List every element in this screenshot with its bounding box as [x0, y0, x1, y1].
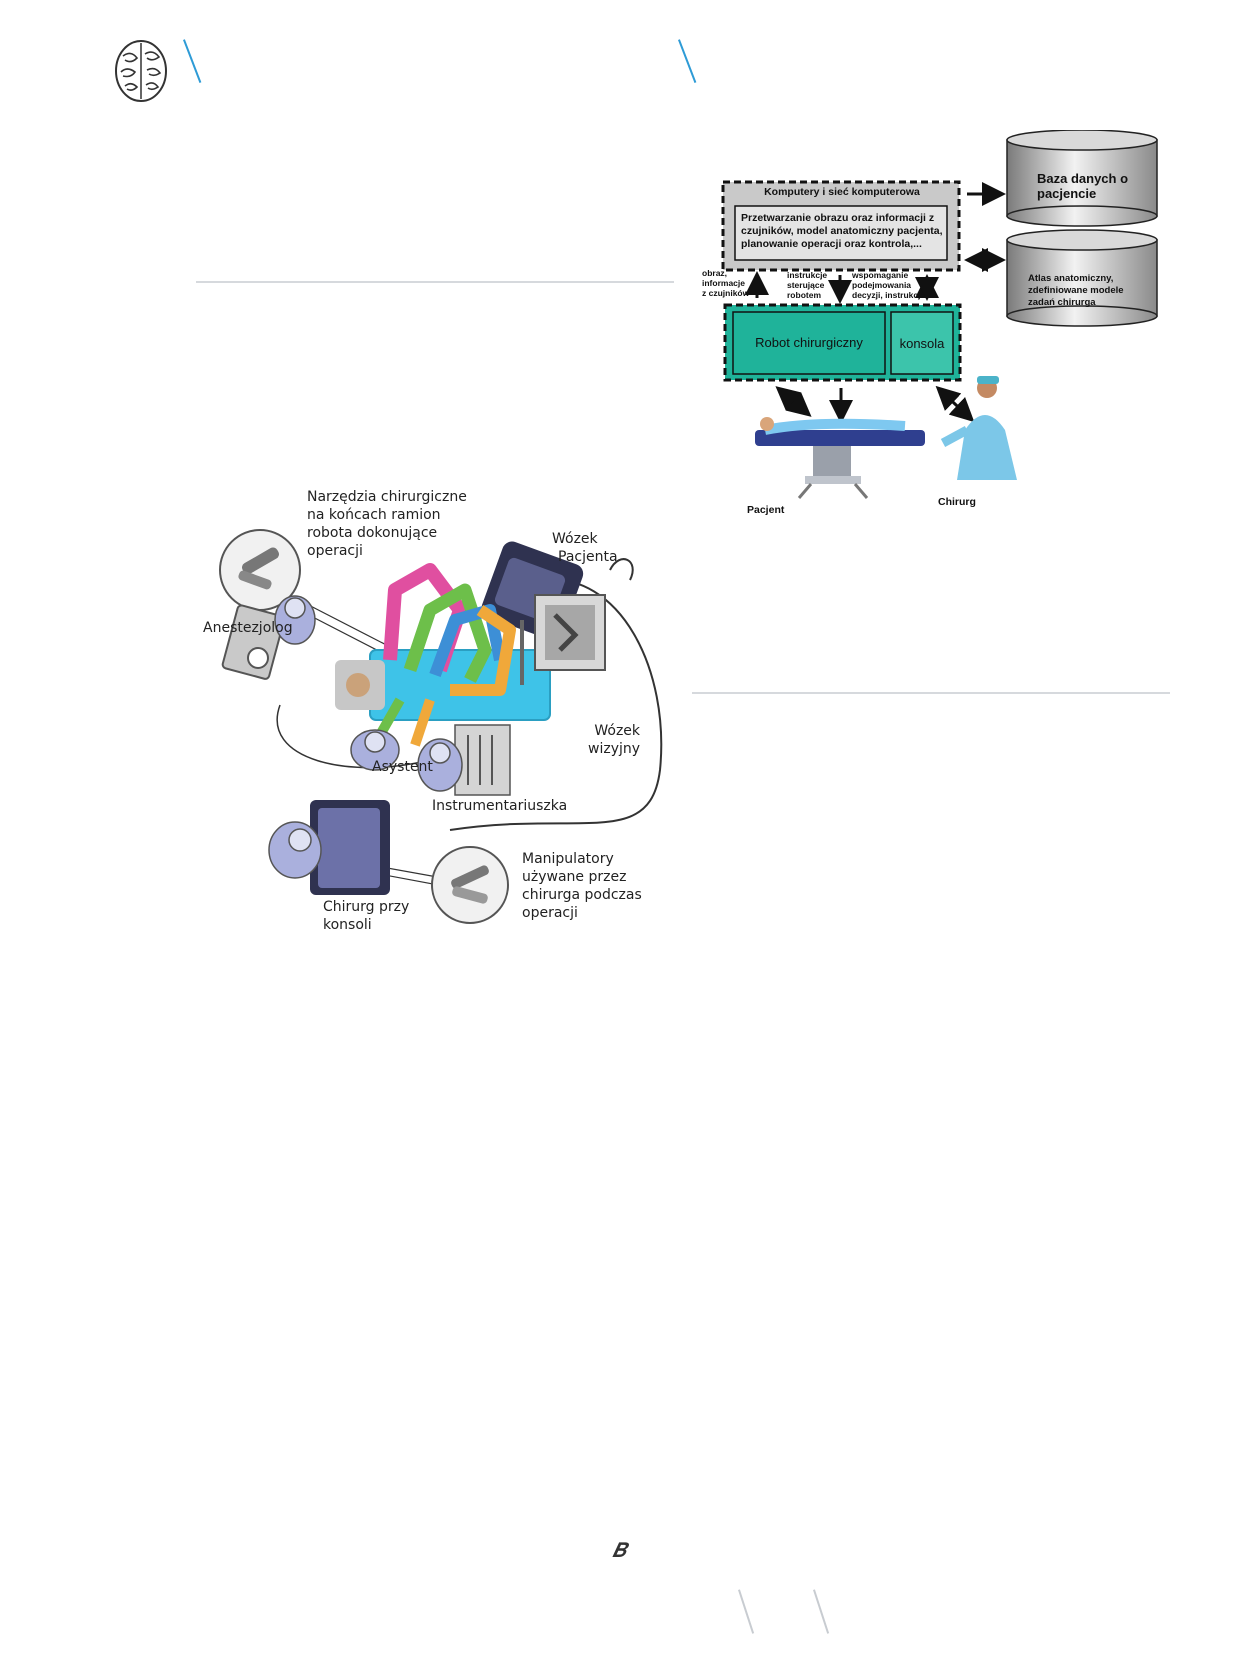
- header-slash-right: [678, 39, 697, 83]
- surgeon-label: Chirurg: [938, 496, 976, 508]
- manipulators-magnifier-icon: [431, 846, 509, 924]
- db-atlas-label: Atlas anatomiczny, zdefiniowane modele z…: [1028, 273, 1124, 308]
- robot-label: Robot chirurgiczny: [755, 335, 863, 350]
- footer-slash-left: [738, 1589, 755, 1634]
- label-anesthesiologist: Anestezjolog: [203, 620, 293, 636]
- header-slash-left: [183, 39, 202, 83]
- label-surgeon-console: Chirurg przy konsoli: [323, 899, 410, 933]
- footer-slash-right: [813, 1589, 830, 1634]
- processing-text: Przetwarzanie obrazu oraz informacji z c…: [741, 212, 943, 250]
- label-vision-cart: Wózek wizyjny: [588, 723, 641, 757]
- db-patient-label: Baza danych o pacjencie: [1037, 171, 1129, 201]
- label-scrub-nurse: Instrumentariuszka: [432, 798, 568, 814]
- brain-logo-icon: [115, 40, 167, 102]
- arrow-label-image: obraz, informacje z czujników: [702, 268, 750, 298]
- figure-system-diagram: Komputery i sieć komputerowa Przetwarzan…: [695, 129, 1175, 530]
- footer-glyph: 𝑩: [612, 1538, 627, 1562]
- brain-logo: [113, 38, 169, 104]
- section-rule-right: [692, 692, 1170, 694]
- system-diagram-graphics: [721, 129, 1158, 499]
- arrow-label-instructions: instrukcje sterujące robotem: [787, 270, 828, 300]
- label-tools: Narzędzia chirurgiczne na końcach ramion…: [307, 489, 467, 559]
- label-assistant: Asystent: [372, 759, 433, 775]
- operating-room-illustration: [219, 529, 663, 924]
- label-manipulators: Manipulatory używane przez chirurga podc…: [522, 851, 642, 921]
- arrow-label-decision: wspomaganie podejmowania decyzji, instru…: [852, 270, 926, 300]
- label-patient-cart: Wózek Pacjenta: [552, 531, 618, 565]
- computers-title: Komputery i sieć komputerowa: [764, 186, 920, 198]
- section-rule-left: [196, 281, 674, 283]
- figure-operating-room: Narzędzia chirurgiczne na końcach ramion…: [200, 489, 680, 940]
- patient-label: Pacjent: [747, 504, 785, 516]
- console-label: konsola: [899, 336, 945, 351]
